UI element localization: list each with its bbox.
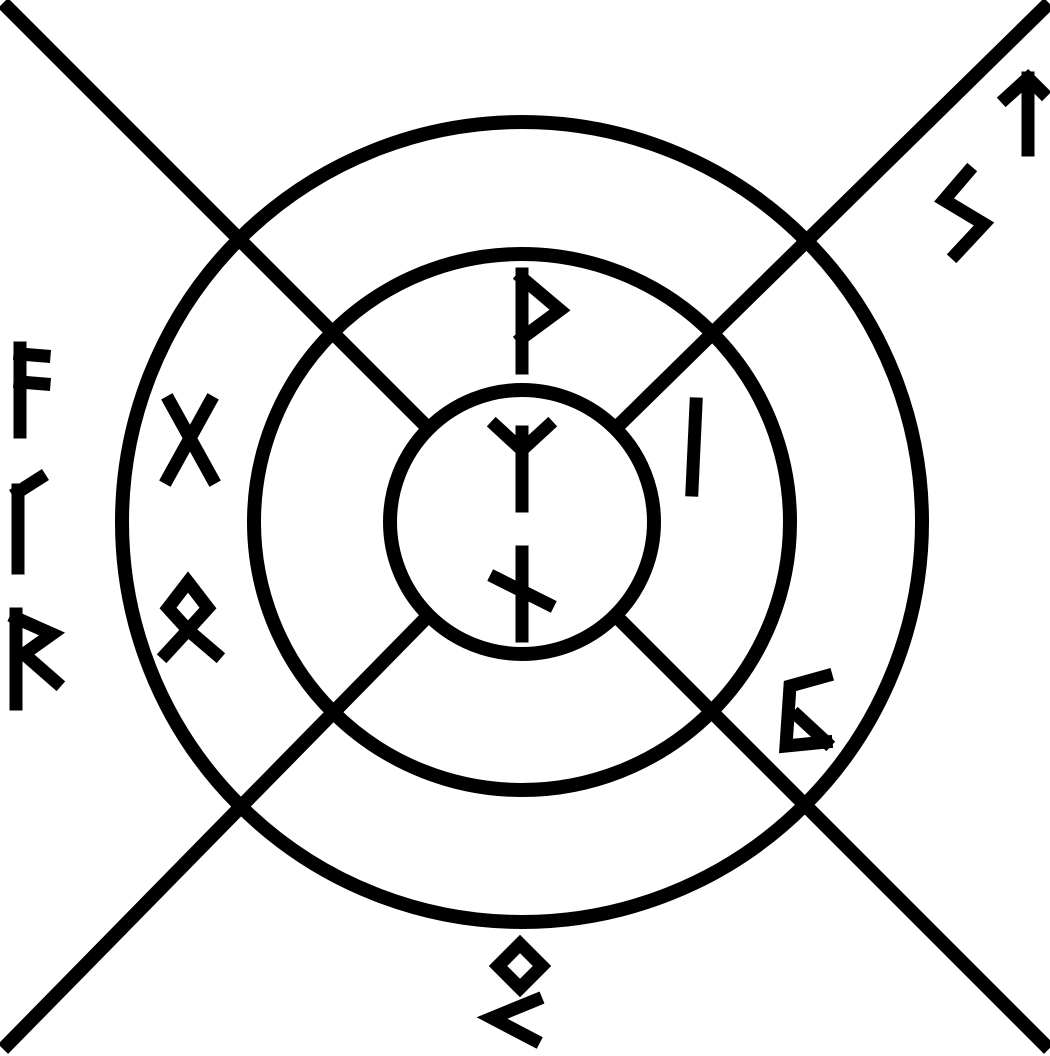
rune-sowilo-icon [934, 162, 995, 264]
rune-perthro-icon [779, 667, 836, 754]
rune-mannaz-icon [486, 416, 558, 513]
rune-raidho-icon [7, 607, 66, 711]
rune-laguz-icon [9, 469, 49, 575]
rune-gebo-icon [159, 393, 221, 487]
outer-ring [115, 115, 929, 929]
rune-ansuz-icon [12, 341, 52, 439]
rune-nauthiz-icon [487, 545, 557, 643]
rune-tiwaz-icon [996, 69, 1050, 157]
middle-ring [247, 247, 797, 797]
rune-ingwaz-icon [488, 934, 552, 998]
rune-isa-icon [685, 397, 703, 497]
rune-wunjo-icon [512, 267, 571, 375]
rune-kaunan-icon [476, 991, 545, 1049]
inner-ring [383, 383, 661, 661]
rune-othala-icon [156, 571, 226, 664]
